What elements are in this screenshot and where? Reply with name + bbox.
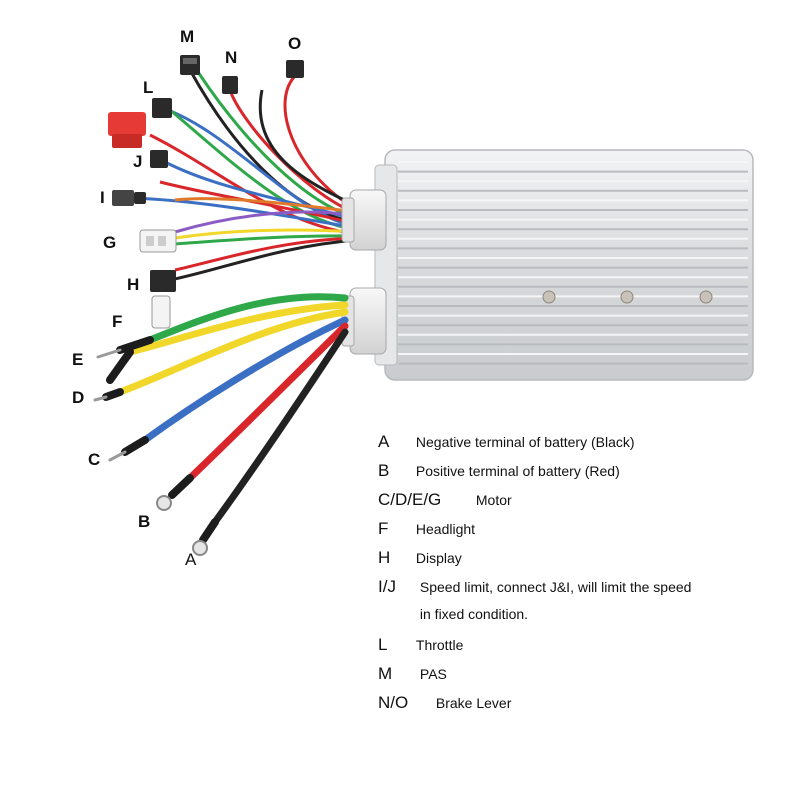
signal-wires bbox=[129, 69, 358, 282]
legend-key: B bbox=[378, 461, 390, 480]
legend-row: L Throttle bbox=[378, 635, 463, 655]
label-c: C bbox=[88, 450, 101, 469]
wire-c-blue bbox=[141, 316, 349, 444]
cooling-fins bbox=[398, 161, 748, 365]
controller-housing bbox=[374, 149, 754, 381]
label-g: G bbox=[103, 233, 117, 252]
label-i: I bbox=[100, 188, 105, 207]
label-b: B bbox=[138, 512, 151, 531]
wire-b-red bbox=[186, 322, 349, 482]
cable-gland-upper bbox=[341, 189, 387, 251]
connector-g bbox=[139, 229, 177, 253]
connector-j bbox=[150, 150, 168, 168]
label-d: D bbox=[72, 388, 85, 407]
legend-text: Motor bbox=[475, 492, 512, 508]
legend-row: C/D/E/G Motor bbox=[378, 490, 512, 510]
connector-n bbox=[222, 76, 238, 94]
legend-row: A Negative terminal of battery (Black) bbox=[378, 432, 635, 452]
mounting-screw-3 bbox=[699, 290, 713, 304]
connector-i bbox=[112, 190, 146, 206]
label-n: N bbox=[225, 48, 238, 67]
legend-text: PAS bbox=[419, 666, 447, 682]
connector-h bbox=[150, 270, 176, 292]
label-l: L bbox=[143, 78, 154, 97]
legend-key: H bbox=[378, 548, 391, 567]
legend-text: Negative terminal of battery (Black) bbox=[415, 434, 635, 450]
legend-text: Headlight bbox=[415, 521, 476, 537]
legend-row: M PAS bbox=[378, 664, 447, 684]
legend-text: Display bbox=[415, 550, 462, 566]
connector-m bbox=[180, 55, 200, 75]
wire-d-yellow bbox=[116, 308, 349, 396]
label-m: M bbox=[180, 27, 195, 46]
wire-f-green bbox=[146, 293, 349, 344]
legend-key: C/D/E/G bbox=[378, 490, 442, 509]
legend-row: B Positive terminal of battery (Red) bbox=[378, 461, 620, 481]
legend-text: Brake Lever bbox=[435, 695, 512, 711]
connector-red-plug bbox=[108, 112, 146, 148]
label-h: H bbox=[127, 275, 140, 294]
legend-text: Speed limit, connect J&I, will limit the… bbox=[419, 579, 692, 595]
cable-gland-lower bbox=[341, 287, 387, 355]
power-wires bbox=[116, 293, 349, 526]
label-f: F bbox=[112, 312, 123, 331]
connector-o bbox=[286, 60, 304, 78]
label-a: A bbox=[185, 550, 197, 569]
legend-text: Throttle bbox=[415, 637, 464, 653]
label-o: O bbox=[288, 34, 302, 53]
connector-l bbox=[152, 98, 172, 118]
legend-row: H Display bbox=[378, 548, 462, 568]
wire-e-yellow bbox=[126, 301, 349, 356]
legend-key: A bbox=[378, 432, 390, 451]
mounting-screw-1 bbox=[542, 290, 556, 304]
wire-a-black bbox=[211, 328, 349, 526]
legend-row: F Headlight bbox=[378, 519, 475, 539]
mounting-screw-2 bbox=[620, 290, 634, 304]
legend-key: L bbox=[378, 635, 388, 654]
legend-row: in fixed condition. bbox=[378, 606, 528, 622]
label-e: E bbox=[72, 350, 84, 369]
legend-key: M bbox=[378, 664, 393, 683]
legend-key: N/O bbox=[378, 693, 409, 712]
terminals bbox=[93, 336, 219, 556]
legend-key: I/J bbox=[378, 577, 396, 596]
connector-f bbox=[151, 295, 171, 329]
legend-key: F bbox=[378, 519, 389, 538]
legend-text: Positive terminal of battery (Red) bbox=[415, 463, 620, 479]
label-j: J bbox=[133, 152, 143, 171]
legend-text: in fixed condition. bbox=[419, 606, 529, 622]
legend-row: I/J Speed limit, connect J&I, will limit… bbox=[378, 577, 691, 597]
legend-row: N/O Brake Lever bbox=[378, 693, 511, 713]
